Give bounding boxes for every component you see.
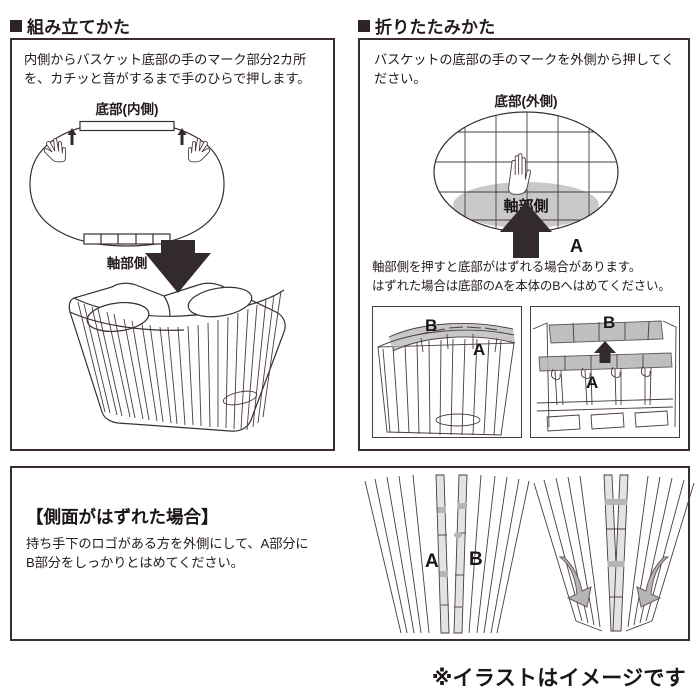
up-arrow-icon-large xyxy=(500,202,552,258)
diagram-basket-bottom-inside xyxy=(29,120,225,247)
fold-note-text: 軸部側を押すと底部がはずれる場合があります。 はずれた場合は底部のAを本体のBへ… xyxy=(372,260,671,293)
photo-a-label-b: B xyxy=(425,316,438,335)
handle-hole-right xyxy=(187,286,253,318)
down-arrow-icon xyxy=(145,240,211,293)
photo-b-label-b: B xyxy=(603,313,616,332)
panel-side-detached: 【側面がはずれた場合】 持ち手下のロゴがある方を外側にして、A部分に B部分をし… xyxy=(10,466,695,641)
up-arrow-icon-right xyxy=(177,128,187,145)
rib-a xyxy=(435,474,450,634)
illustration-ribs-separated: A B xyxy=(364,474,530,634)
photo-a-drawing xyxy=(377,323,516,436)
photo-b-drawing xyxy=(532,320,677,432)
side-instruction-text: 持ち手下のロゴがある方を外側にして、A部分に B部分をしっかりとはめてください。 xyxy=(26,536,309,571)
rib-label-a: A xyxy=(425,551,439,572)
shaft-side-segments xyxy=(83,233,171,245)
hand-icon-left xyxy=(43,138,66,163)
panel-assemble: 内側からバスケット底部の手のマーク部分2カ所を、カチッと音がするまで手のひらで押… xyxy=(10,38,335,451)
arrow-icon-inward-left xyxy=(558,556,592,608)
up-arrow-icon-left xyxy=(67,128,77,145)
square-marker-icon xyxy=(10,19,22,32)
side-heading: 【側面がはずれた場合】 xyxy=(26,507,219,527)
caption-bottom-inside: 底部(内側) xyxy=(95,102,159,117)
label-a-outside: A xyxy=(570,236,583,256)
arrow-icon-inward-right xyxy=(636,556,670,608)
assemble-instruction-text: 内側からバスケット底部の手のマーク部分2カ所を、カチッと音がするまで手のひらで押… xyxy=(24,52,311,87)
handle-hole-left xyxy=(86,301,150,333)
hand-icon-push xyxy=(508,153,531,195)
hand-icon-right xyxy=(188,138,211,163)
rib-label-b: B xyxy=(469,549,483,570)
photo-basket-joint-closeup: B A xyxy=(530,306,680,438)
section-heading-assemble: 組み立てかた xyxy=(10,13,130,38)
photo-a-label-a: A xyxy=(473,340,486,359)
photo-b-label-a: A xyxy=(586,373,599,392)
illustration-ribs-joined xyxy=(533,474,695,632)
caption-shaft-side: 軸部側 xyxy=(106,256,148,271)
rib-pair-joined xyxy=(603,474,629,632)
panel-fold: バスケットの底部の手のマークを外側から押してください。 底部(外側) xyxy=(358,38,690,451)
section-heading-fold-label: 折りたたみかた xyxy=(375,18,496,37)
section-heading-assemble-label: 組み立てかた xyxy=(27,18,131,37)
up-arrow-icon-joint xyxy=(594,341,616,363)
photo-basket-detached-bottom: B A xyxy=(372,306,522,438)
section-heading-fold: 折りたたみかた xyxy=(358,13,495,38)
illustration-folded-basket xyxy=(68,240,286,432)
rib-b xyxy=(453,474,468,634)
caption-bottom-outside: 底部(外側) xyxy=(494,94,558,109)
square-marker-icon xyxy=(358,19,370,32)
footer-disclaimer: ※イラストはイメージです xyxy=(431,667,686,690)
diagram-basket-bottom-outside: 軸部側 A xyxy=(433,111,619,258)
fold-instruction-text: バスケットの底部の手のマークを外側から押してください。 xyxy=(374,52,675,87)
